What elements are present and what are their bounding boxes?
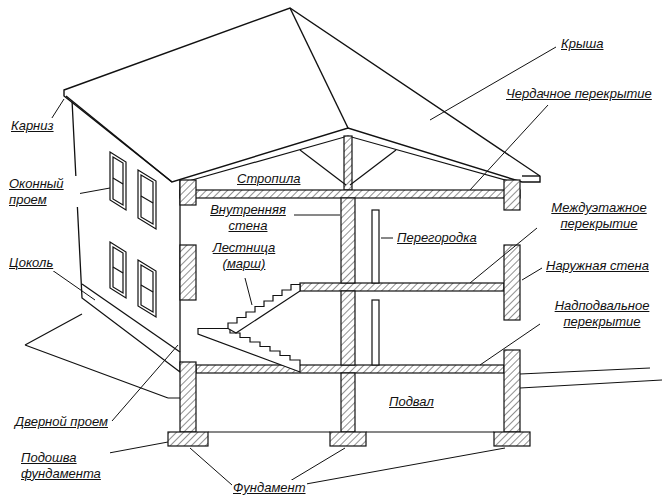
window [138,170,156,229]
leader-line [290,448,345,481]
roof-surface [64,8,540,182]
outer-wall [180,180,196,205]
cornice-line [522,175,540,176]
attic-floor [180,190,520,198]
leader-line [430,47,556,120]
leader-line [470,228,537,283]
part-label: Цоколь [8,255,54,271]
basement-floor [208,431,494,432]
part-label: Дверной проем [14,414,109,430]
outer-wall [180,245,196,300]
part-label: Перегородка [396,230,478,246]
leader-line [306,448,505,484]
part-label: Крыша [560,36,604,52]
window-mullion [113,267,123,273]
partition [372,210,379,283]
cornice-line [66,96,172,182]
part-label: Стропила [236,171,301,187]
plinth-line [82,284,180,352]
part-label: Подвал [388,394,435,410]
rafters [185,136,512,190]
part-label: Карниз [10,118,55,134]
basement-ceiling [196,365,504,373]
king-post [344,136,352,190]
part-label: Лестница (марш) [204,240,284,271]
roof [64,8,540,182]
leader-line [52,270,95,300]
inner-wall [341,198,355,283]
leader-line [470,105,548,190]
outer-wall [504,350,520,432]
strut [300,150,346,185]
part-label: Оконный проем [8,176,80,207]
outer-wall [504,245,520,320]
stair-flight [198,329,300,373]
window-frame [113,247,123,293]
footing [168,432,208,446]
window [138,260,156,317]
part-label: Внутренняя стена [204,202,292,233]
leader-line [294,215,340,216]
windows [110,152,156,317]
leader-line [245,278,252,305]
leader-line [381,238,393,239]
leader-line [190,448,232,485]
outer-wall [504,180,520,210]
section [168,180,530,446]
foundation-wall [180,362,196,432]
partition [372,300,379,365]
part-label: Наружная стена [545,258,650,274]
part-label: Надподвальное перекрытие [543,298,661,329]
stairs [198,285,300,373]
inner-wall [341,291,355,365]
window-mullion [141,196,153,203]
part-label: Подошва фундамента [20,450,110,481]
footing [494,432,530,446]
window-mullion [113,178,123,184]
window-frame [141,265,153,312]
leader-line [522,268,542,280]
footing [330,432,366,446]
foundation-wall [341,373,355,432]
window [110,152,126,210]
stair-flight [228,285,300,334]
window-mullion [141,285,153,292]
part-label: Чердачное перекрытие [505,86,653,102]
leader-line [480,324,540,365]
roof-ridge [290,8,348,128]
window-frame [113,157,123,205]
part-label: Междуэтажное перекрытие [540,200,658,231]
window-frame [141,175,153,224]
interfloor-slab [300,283,504,291]
window [110,242,126,298]
leader-lines [50,47,556,485]
leader-line [112,345,178,421]
strut [350,150,396,185]
part-label: Фундамент [232,480,307,496]
